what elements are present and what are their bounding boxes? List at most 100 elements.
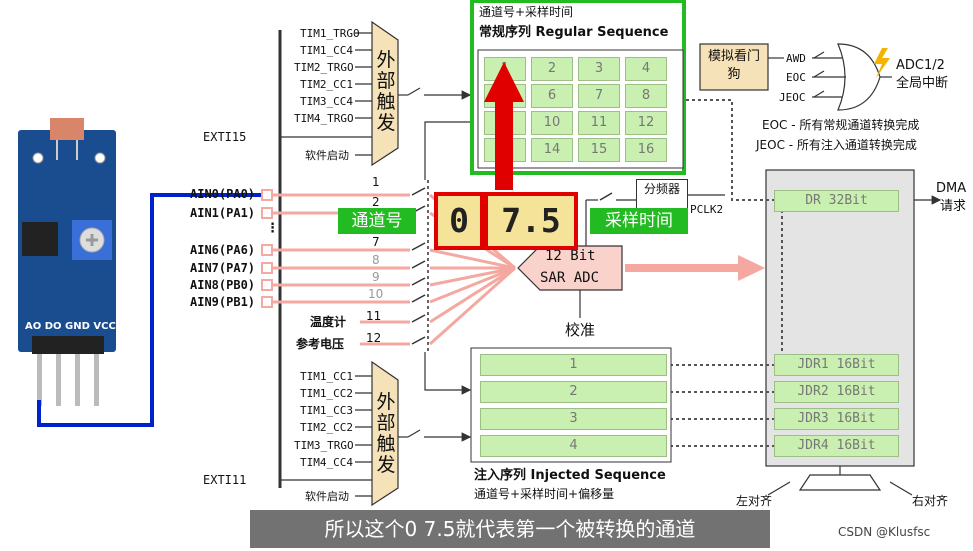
- trigger-bottom-input-0: TIM1_CC1: [300, 370, 353, 383]
- regular-cell-4: 4: [625, 57, 667, 81]
- injected-cell-3: 3: [480, 408, 667, 430]
- pin-ain1: AIN1(PA1): [190, 206, 256, 220]
- injected-cell-1: 1: [480, 354, 667, 376]
- channel-value-box: 0: [434, 192, 484, 250]
- injected-title: 注入序列 Injected Sequence: [474, 468, 666, 483]
- channel-num-7: 7: [372, 235, 380, 249]
- regular-cell-15: 15: [578, 138, 620, 162]
- calibration-label: 校准: [565, 321, 596, 339]
- regular-cell-12: 12: [625, 111, 667, 135]
- watermark: CSDN @Klusfsc: [838, 525, 931, 539]
- vref-label: 参考电压: [296, 337, 345, 351]
- regular-cell-10: 10: [531, 111, 573, 135]
- align-left-label: 左对齐: [736, 494, 773, 508]
- pin-ain7: AIN7(PA7): [190, 261, 256, 275]
- jeoc-label: JEOC: [779, 91, 806, 104]
- time-tag: 采样时间: [590, 208, 688, 234]
- channel-num-11: 11: [366, 309, 382, 323]
- jdr2-register: JDR2 16Bit: [774, 381, 899, 403]
- awd-label: AWD: [786, 52, 806, 65]
- pclk2-label: PCLK2: [690, 203, 724, 216]
- channel-num-10: 10: [368, 287, 384, 301]
- jdr3-register: JDR3 16Bit: [774, 408, 899, 430]
- dma-line1: DMA: [936, 181, 967, 196]
- regular-cell-8: 8: [625, 84, 667, 108]
- trigger-bottom-input-4: TIM3_TRGO: [294, 439, 354, 452]
- injected-cell-4: 4: [480, 435, 667, 457]
- align-right-label: 右对齐: [912, 494, 949, 508]
- trigger-top-input-5: TIM4_TRGO: [294, 112, 354, 125]
- trigger-bottom-input-1: TIM1_CC2: [300, 387, 353, 400]
- dma-line2: 请求: [940, 199, 967, 214]
- regular-cell-16: 16: [625, 138, 667, 162]
- time-value-box: 7.5: [484, 192, 578, 250]
- channel-num-9: 9: [372, 270, 380, 284]
- interrupt-lightning-icon: [874, 48, 890, 78]
- interrupt-sub: 全局中断: [896, 76, 949, 91]
- regular-sequence-frame: [470, 0, 686, 175]
- channel-num-1: 1: [372, 175, 380, 189]
- prescaler-box: 分频器: [636, 179, 688, 211]
- trigger-top-input-1: TIM1_CC4: [300, 44, 353, 57]
- channel-num-2: 2: [372, 195, 380, 209]
- pin-ain0: AIN0(PA0): [190, 187, 256, 201]
- pin-ain9: AIN9(PB1): [190, 295, 256, 309]
- trigger-mux-bottom: [371, 360, 399, 507]
- jeoc-note: JEOC - 所有注入通道转换完成: [756, 138, 917, 152]
- trigger-top-input-4: TIM3_CC4: [300, 95, 353, 108]
- subtitle-bar: 所以这个0 7.5就代表第一个被转换的通道: [250, 510, 770, 548]
- trigger-bottom-input-3: TIM2_CC2: [300, 421, 353, 434]
- regular-cell-14: 14: [531, 138, 573, 162]
- photoresistor: [50, 118, 84, 140]
- trigger-bottom-input-2: TIM1_CC3: [300, 404, 353, 417]
- trigger-bottom-input-6: 软件启动: [305, 490, 349, 503]
- interrupt-title: ADC1/2: [896, 58, 945, 73]
- channel-tag: 通道号: [338, 208, 416, 234]
- pin-ain6: AIN6(PA6): [190, 243, 256, 257]
- prescaler-label: 分频器: [643, 182, 680, 196]
- regular-cell-2: 2: [531, 57, 573, 81]
- subtitle-text: 所以这个0 7.5就代表第一个被转换的通道: [324, 517, 696, 541]
- trigger-mux-top: [371, 20, 399, 167]
- highlight-arrow-head: [484, 62, 524, 102]
- regular-cell-11: 11: [578, 111, 620, 135]
- adc-type-label: SAR ADC: [540, 270, 600, 286]
- trigger-top-input-2: TIM2_TRGO: [294, 61, 354, 74]
- sensor-board: [18, 130, 116, 352]
- pin-header: [32, 336, 104, 354]
- watchdog-box: [699, 43, 769, 91]
- regular-title: 常规序列 Regular Sequence: [479, 25, 669, 40]
- highlight-arrow-shaft: [495, 98, 513, 190]
- trigger-top-input-0: TIM1_TRGO: [300, 27, 360, 40]
- thermometer-label: 温度计: [310, 315, 347, 329]
- eoc-note: EOC - 所有常规通道转换完成: [762, 118, 920, 132]
- jdr1-register: JDR1 16Bit: [774, 354, 899, 376]
- jdr4-register: JDR4 16Bit: [774, 435, 899, 457]
- or-gate: [837, 43, 881, 111]
- pin-ain8: AIN8(PB0): [190, 278, 256, 292]
- trigger-top-mux-label: 外部触发: [376, 49, 396, 134]
- eoc-label: EOC: [786, 71, 806, 84]
- regular-cell-3: 3: [578, 57, 620, 81]
- injected-subtitle: 通道号+采样时间+偏移量: [474, 487, 615, 501]
- alignment-mux: [798, 474, 882, 491]
- trigger-bottom-mux-label: 外部触发: [376, 391, 396, 476]
- regular-cell-7: 7: [578, 84, 620, 108]
- watchdog-label: 模拟看门狗: [707, 49, 760, 82]
- pin-ellipsis: ⋮: [266, 221, 279, 236]
- adc-bits-label: 12 Bit: [545, 248, 596, 264]
- exti11-label: EXTI11: [203, 473, 247, 487]
- dr-register: DR 32Bit: [774, 190, 899, 212]
- trigger-top-input-3: TIM2_CC1: [300, 78, 353, 91]
- comparator-chip: [22, 222, 58, 256]
- regular-header: 通道号+采样时间: [479, 5, 574, 19]
- channel-num-8: 8: [372, 253, 380, 267]
- regular-cell-6: 6: [531, 84, 573, 108]
- injected-cell-2: 2: [480, 381, 667, 403]
- trigger-top-input-6: 软件启动: [305, 149, 349, 162]
- exti15-label: EXTI15: [203, 130, 247, 144]
- ao-wire: [37, 193, 265, 427]
- channel-num-12: 12: [366, 331, 382, 345]
- sensor-pin-labels: AO DO GND VCC: [25, 321, 116, 332]
